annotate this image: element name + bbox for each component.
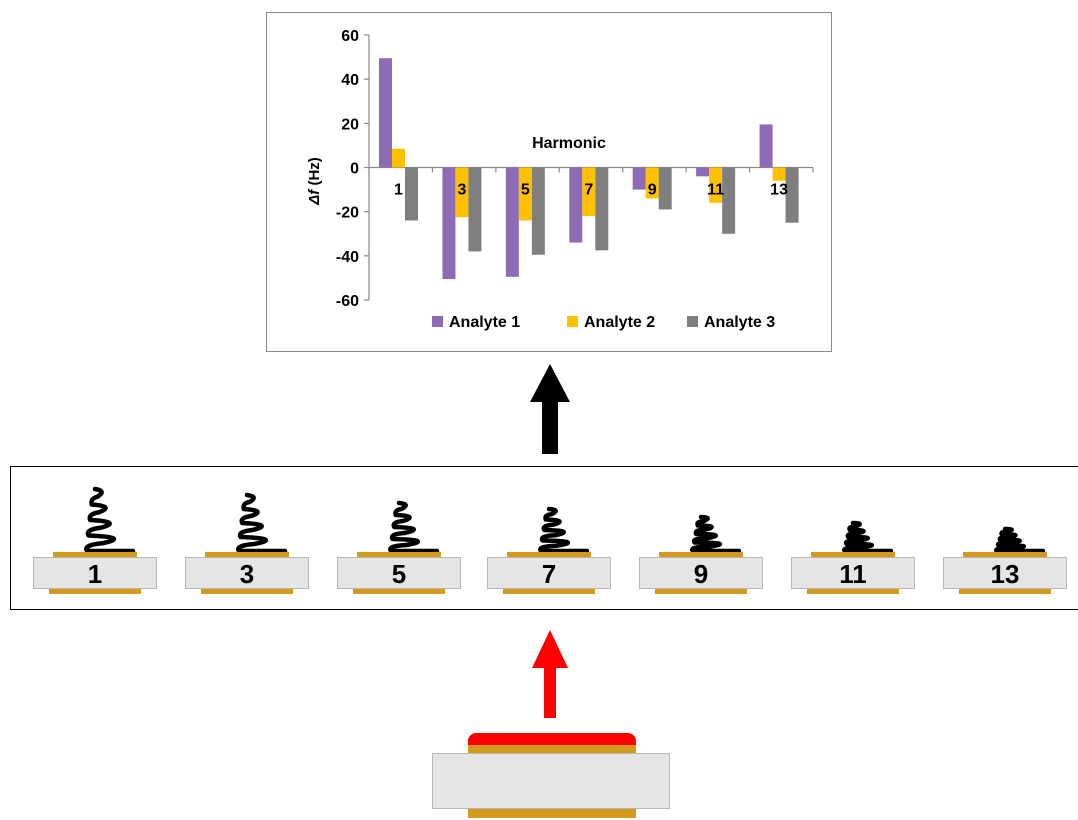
spring-coil-icon — [538, 506, 590, 554]
bar-analyte-2 — [455, 167, 469, 218]
bar-analyte-1 — [442, 167, 456, 280]
bar-analyte-3 — [468, 167, 482, 252]
bottom-electrode — [353, 589, 445, 594]
overtone-crystal: 9 — [639, 467, 765, 611]
x-axis-title: Harmonic — [532, 135, 606, 152]
overtone-crystal: 5 — [337, 467, 463, 611]
bar-analyte-1 — [632, 167, 646, 190]
bar-analyte-3 — [658, 167, 672, 210]
sensing-film — [468, 733, 636, 747]
overtone-crystal: 13 — [943, 467, 1069, 611]
arrow-up-icon — [532, 630, 568, 718]
top-electrode — [507, 552, 591, 557]
bar-analyte-2 — [772, 167, 786, 181]
bar-analyte-3 — [405, 167, 418, 221]
bottom-electrode — [468, 809, 636, 818]
y-tick-label: -20 — [336, 205, 359, 222]
legend-swatch — [687, 316, 698, 327]
legend-label: Analyte 3 — [704, 314, 775, 331]
spring-coil-icon — [236, 492, 288, 554]
crystal-harmonic-label: 11 — [791, 557, 915, 589]
y-tick-label: 60 — [341, 28, 359, 45]
x-tick-label: 7 — [584, 182, 593, 199]
legend-label: Analyte 1 — [449, 314, 520, 331]
bar-analyte-2 — [645, 167, 659, 199]
y-tick-label: -60 — [336, 293, 359, 310]
x-tick-label: 11 — [707, 182, 724, 199]
top-electrode — [357, 552, 441, 557]
bar-analyte-2 — [518, 167, 532, 221]
crystal-harmonic-label: 3 — [185, 557, 309, 589]
y-axis-title: Δf (Hz) — [306, 157, 323, 206]
crystal-harmonic-label: 5 — [337, 557, 461, 589]
spring-coil-icon — [994, 526, 1046, 554]
crystal-harmonic-label: 1 — [33, 557, 157, 589]
quartz-plate — [432, 753, 670, 809]
bar-analyte-3 — [595, 167, 609, 251]
overtone-crystal: 1 — [33, 467, 159, 611]
bar-analyte-2 — [709, 167, 723, 203]
bar-analyte-1 — [505, 167, 519, 277]
top-electrode — [811, 552, 895, 557]
bar-analyte-2 — [392, 148, 405, 168]
top-electrode — [963, 552, 1047, 557]
x-tick-label: 1 — [394, 182, 403, 199]
bottom-electrode — [959, 589, 1051, 594]
x-tick-label: 5 — [521, 182, 530, 199]
overtone-crystal: 11 — [791, 467, 917, 611]
bar-analyte-1 — [569, 167, 583, 243]
bottom-electrode — [807, 589, 899, 594]
spring-coil-icon — [84, 486, 136, 554]
top-electrode — [468, 745, 636, 753]
top-electrode — [659, 552, 743, 557]
y-tick-label: 0 — [350, 161, 359, 178]
overtone-crystal: 7 — [487, 467, 613, 611]
legend-swatch — [432, 316, 443, 327]
x-tick-label: 3 — [457, 182, 466, 199]
overtone-crystal: 3 — [185, 467, 311, 611]
spring-coil-icon — [388, 500, 440, 554]
bar-analyte-1 — [759, 124, 773, 168]
crystal-harmonic-label: 13 — [943, 557, 1067, 589]
y-tick-label: 20 — [341, 116, 359, 133]
bar-analyte-1 — [696, 167, 710, 177]
top-electrode — [205, 552, 289, 557]
bottom-electrode — [503, 589, 595, 594]
y-tick-label: 40 — [341, 72, 359, 89]
bar-analyte-3 — [785, 167, 799, 223]
bottom-electrode — [49, 589, 141, 594]
bar-analyte-3 — [722, 167, 736, 234]
x-tick-label: 13 — [770, 182, 788, 199]
crystal-harmonic-label: 9 — [639, 557, 763, 589]
legend-label: Analyte 2 — [584, 314, 655, 331]
bar-analyte-3 — [531, 167, 545, 255]
bar-analyte-1 — [379, 58, 392, 168]
arrow-up-icon — [530, 364, 570, 454]
crystal-harmonic-label: 7 — [487, 557, 611, 589]
legend-swatch — [567, 316, 578, 327]
spring-coil-icon — [690, 514, 742, 554]
x-tick-label: 9 — [648, 182, 657, 199]
bottom-electrode — [201, 589, 293, 594]
top-electrode — [53, 552, 137, 557]
bottom-electrode — [655, 589, 747, 594]
bar-analyte-2 — [582, 167, 596, 217]
y-tick-label: -40 — [336, 249, 359, 266]
spring-coil-icon — [842, 520, 894, 554]
coated-quartz-crystal — [432, 730, 670, 820]
